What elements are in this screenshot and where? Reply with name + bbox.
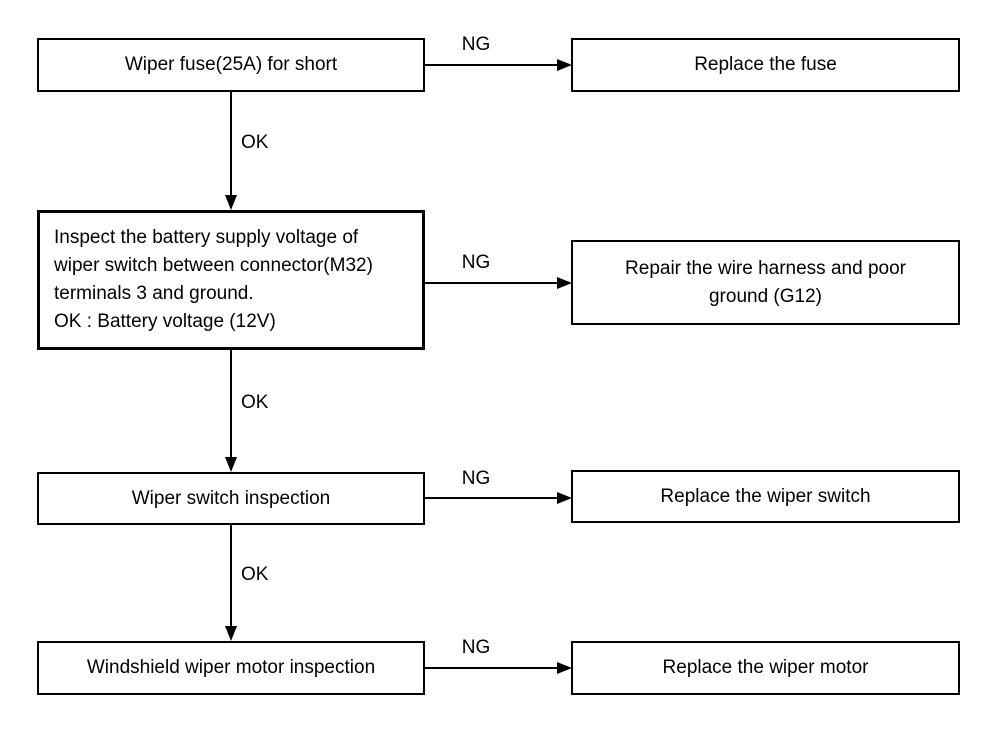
result-box-replace-wiper-motor: Replace the wiper motor <box>571 641 960 695</box>
ok-label-2: OK <box>241 392 269 413</box>
ng-label-2: NG <box>461 252 491 273</box>
step-box-battery-voltage-check: Inspect the battery supply voltage of wi… <box>37 210 425 350</box>
ok-label-1: OK <box>241 132 269 153</box>
ng-label-4: NG <box>461 637 491 658</box>
result-box-replace-wiper-switch: Replace the wiper switch <box>571 470 960 523</box>
step-box-wiper-fuse-check: Wiper fuse(25A) for short <box>37 38 425 92</box>
step-box-wiper-motor-inspection: Windshield wiper motor inspection <box>37 641 425 695</box>
result-box-replace-fuse: Replace the fuse <box>571 38 960 92</box>
ok-label-3: OK <box>241 564 269 585</box>
step-box-wiper-switch-inspection: Wiper switch inspection <box>37 472 425 525</box>
result-box-repair-harness: Repair the wire harness and poor ground … <box>571 240 960 325</box>
ng-label-3: NG <box>461 468 491 489</box>
ng-label-1: NG <box>461 34 491 55</box>
